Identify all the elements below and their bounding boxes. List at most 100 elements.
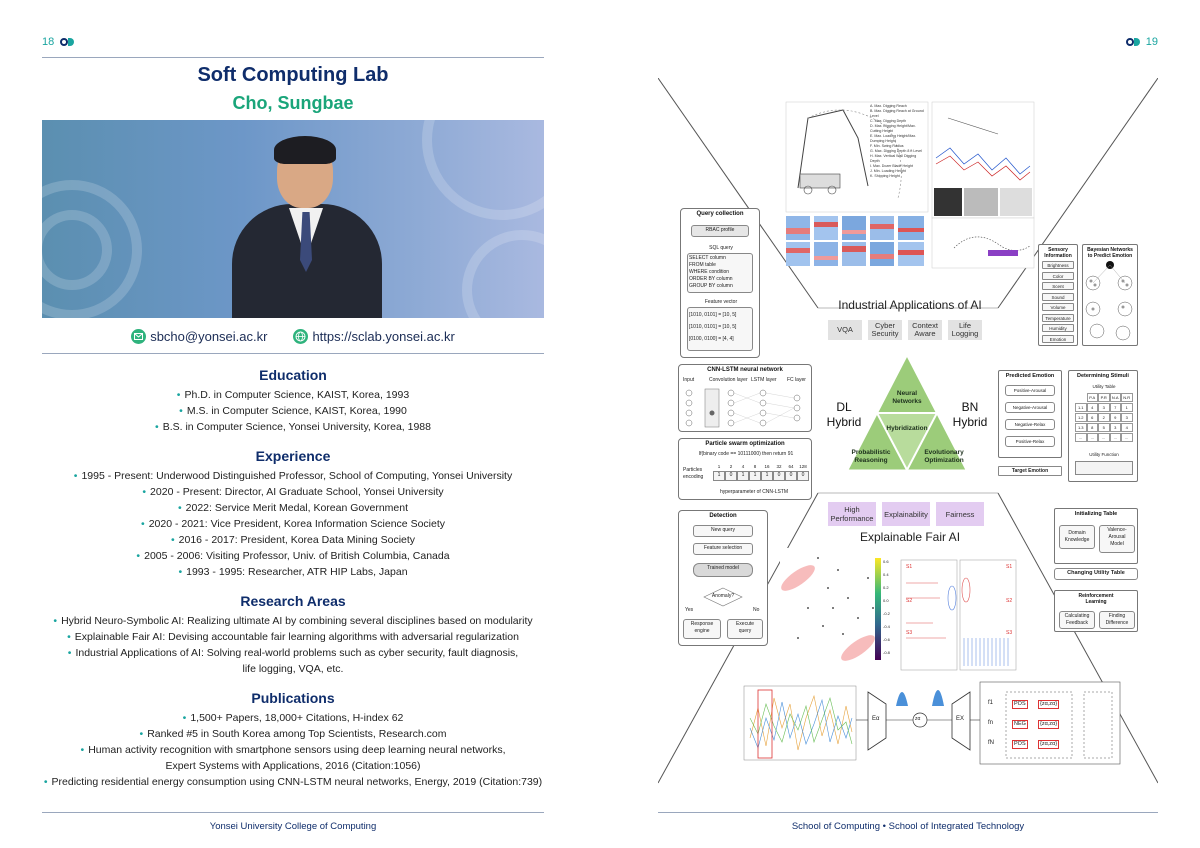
bullet-icon: • xyxy=(155,421,159,433)
formula-value: {zα,zα} xyxy=(1038,700,1060,709)
utility-row-label: 1.3 xyxy=(1075,423,1087,432)
list-item: •2022: Service Merit Medal, Korean Gover… xyxy=(42,500,544,516)
excavator-spec-item: F. Min. Swing Radius xyxy=(870,144,904,148)
list-item-text: Hybrid Neuro-Symbolic AI: Realizing ulti… xyxy=(61,615,533,627)
init-title: Initializing Table xyxy=(1074,511,1118,517)
target-emotion: Target Emotion xyxy=(998,466,1062,476)
excavator-spec-item: I. Max. Dozer Blade Height xyxy=(870,164,913,168)
list-item-text: 1995 - Present: Underwood Distinguished … xyxy=(81,470,513,482)
anomaly-no: No xyxy=(753,607,760,613)
mail-icon xyxy=(131,328,147,344)
utility-table-title: Utility Table xyxy=(1092,384,1116,389)
formula-set: NEG xyxy=(1012,720,1028,729)
triangle-right-label: Evolutionary Optimization xyxy=(924,449,964,464)
valence-arousal-model: Valence- Arousal Model xyxy=(1099,525,1135,553)
triangle-top-label: Neural Networks xyxy=(892,390,922,405)
lab-title: Soft Computing Lab xyxy=(197,64,389,86)
list-item: •Explainable Fair AI: Devising accountab… xyxy=(42,629,544,645)
anomaly-label: Anomaly? xyxy=(711,593,735,599)
formula-value: {zα,zα} xyxy=(1038,740,1060,749)
website-text: https://sclab.yonsei.ac.kr xyxy=(312,328,455,344)
bayesian-title: Bayesian Networks to Predict Emotion xyxy=(1087,247,1133,259)
utility-cell: 4 xyxy=(1121,423,1133,432)
excavator-spec-item: J. Min. Loading Height xyxy=(870,169,906,173)
list-item: life logging, VQA, etc. xyxy=(42,661,544,677)
scatter-label-s3: S3 xyxy=(906,630,913,636)
utility-header: P.A xyxy=(1086,393,1098,402)
utility-cell: 1 xyxy=(1121,403,1133,412)
execute-query: Execute query xyxy=(727,619,763,639)
utility-row-label: 1.1 xyxy=(1075,403,1087,412)
pso-bit-cell: 1 xyxy=(749,471,761,481)
list-item: •1,500+ Papers, 18,000+ Citations, H-ind… xyxy=(42,710,544,726)
footer-rule xyxy=(42,812,544,813)
cnn-layer-label: LSTM layer xyxy=(751,377,777,383)
globe-icon xyxy=(293,328,309,344)
list-item-text: 1,500+ Papers, 18,000+ Citations, H-inde… xyxy=(190,712,404,724)
utility-header: P.R xyxy=(1098,393,1110,402)
utility-cell: ... xyxy=(1121,433,1133,442)
pso-bit-cell: 0 xyxy=(785,471,797,481)
colorbar-tick: 0.0 xyxy=(883,598,889,603)
encoder-label: Eα xyxy=(872,716,880,722)
decoder-label: EX xyxy=(956,716,965,722)
utility-row-label: 1.2 xyxy=(1075,413,1087,422)
bullet-icon: • xyxy=(139,728,144,740)
list-item-text: Human activity recognition with smartpho… xyxy=(88,744,506,756)
colorbar-tick: -0.8 xyxy=(883,650,890,655)
feature-vector-title: Feature vector xyxy=(704,299,738,305)
formula-row-label: fn xyxy=(988,720,994,726)
cnn-graph xyxy=(685,388,801,428)
industrial-tag: Context Aware xyxy=(908,320,942,340)
bullet-icon: • xyxy=(67,631,71,643)
pso-bit-cell: 0 xyxy=(725,471,737,481)
list-item: •2020 - Present: Director, AI Graduate S… xyxy=(42,484,544,500)
xai-tag: Fairness xyxy=(936,502,984,526)
list-item-text: 1993 - 1995: Researcher, ATR HIP Labs, J… xyxy=(186,566,408,578)
list-item-text: Ph.D. in Computer Science, KAIST, Korea,… xyxy=(184,389,410,401)
sensory-item: Volume xyxy=(1042,303,1074,311)
feature-selection-step: Feature selection xyxy=(693,543,753,555)
professor-figure xyxy=(232,134,382,318)
sensory-item: Color xyxy=(1042,271,1074,280)
utility-cell: ... xyxy=(1109,433,1121,442)
list-item: •Ranked #5 in South Korea among Top Scie… xyxy=(42,726,544,742)
detection-panel: Detection New query Feature selection Tr… xyxy=(678,510,768,646)
utility-cell: 6 xyxy=(1086,413,1098,422)
formula-set: POS xyxy=(1012,740,1028,749)
utility-cell: 8 xyxy=(1086,423,1098,432)
pso-panel: Particle swarm optimization If(binary co… xyxy=(678,438,812,500)
calculating-feedback: Calculating Feedback xyxy=(1059,611,1095,629)
scatter-label-s1: S1 xyxy=(906,564,913,570)
list-item: •2005 - 2006: Visiting Professor, Univ. … xyxy=(42,548,544,564)
predicted-emotion-item: Positive-Relax xyxy=(1005,436,1055,447)
list-item-text: Ranked #5 in South Korea among Top Scien… xyxy=(147,728,447,740)
page-number-right-text: 19 xyxy=(1145,36,1158,48)
list-item: •M.S. in Computer Science, KAIST, Korea,… xyxy=(42,403,544,419)
list-item: •1995 - Present: Underwood Distinguished… xyxy=(42,468,544,484)
sensory-item: Brightness xyxy=(1042,261,1074,269)
cnn-layer-label: Input xyxy=(683,377,695,383)
list-item: •Industrial Applications of AI: Solving … xyxy=(42,645,544,661)
bayesian-network-graph xyxy=(1085,261,1133,341)
list-item: •1993 - 1995: Researcher, ATR HIP Labs, … xyxy=(42,564,544,580)
utility-function-title: Utility Function xyxy=(1089,452,1119,457)
xai-title: Explainable Fair AI xyxy=(859,530,961,544)
list-item: •2020 - 2021: Vice President, Korea Info… xyxy=(42,516,544,532)
cnn-layer-label: FC layer xyxy=(787,377,806,383)
page-number-right: 19 xyxy=(1125,36,1158,48)
education-title: Education xyxy=(259,367,327,383)
website-contact[interactable]: https://sclab.yonsei.ac.kr xyxy=(293,328,455,344)
anomaly-yes: Yes xyxy=(685,607,694,613)
predicted-emotion-title: Predicted Emotion xyxy=(1005,373,1055,379)
contact-row: sbcho@yonsei.ac.kr https://sclab.yonsei.… xyxy=(42,327,544,345)
email-contact[interactable]: sbcho@yonsei.ac.kr xyxy=(131,328,267,344)
lab-logo-icon xyxy=(60,38,75,46)
cnn-lstm-title: CNN-LSTM neural network xyxy=(707,367,783,373)
response-engine: Response engine xyxy=(683,619,721,639)
industrial-title: Industrial Applications of AI xyxy=(838,298,982,312)
formula-row-label: fN xyxy=(988,740,994,746)
industrial-tag: Life Logging xyxy=(948,320,982,340)
